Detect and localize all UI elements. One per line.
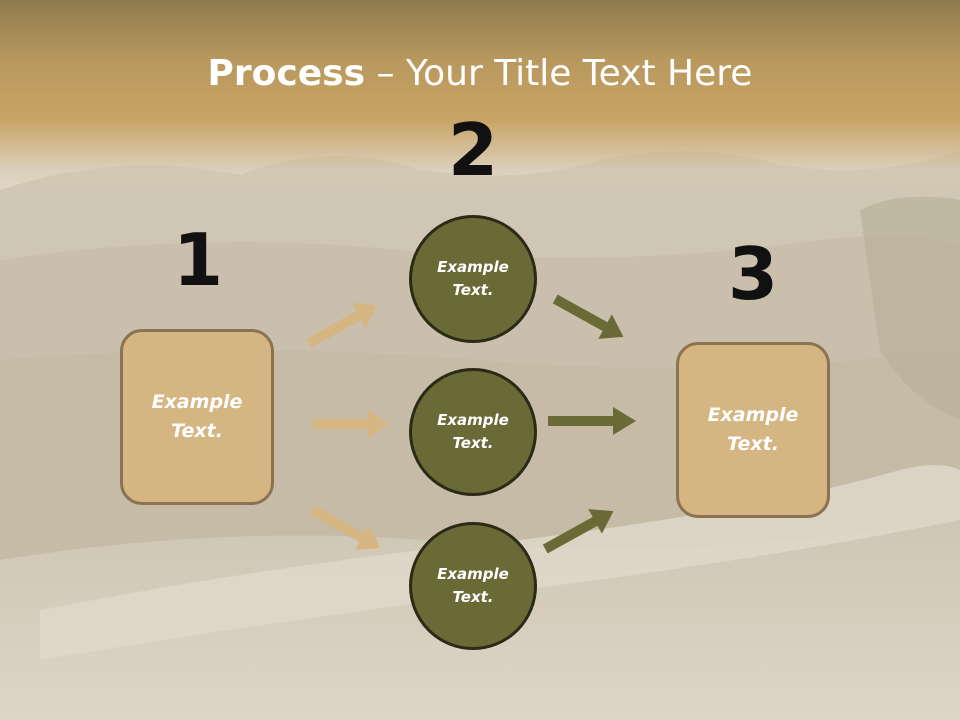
right-process-box: Example Text. — [676, 342, 830, 518]
arrow-left-to-top — [306, 303, 378, 348]
process-circle-top: Example Text. — [409, 215, 537, 343]
arrow-bottom-to-right — [542, 509, 614, 554]
arrow-top-to-right — [552, 294, 624, 339]
step-number-2: 2 — [447, 108, 499, 192]
circle-middle-text: Example Text. — [437, 411, 509, 452]
circle-bottom-text: Example Text. — [437, 565, 509, 606]
process-circle-bottom: Example Text. — [409, 522, 537, 650]
process-circle-middle: Example Text. — [409, 368, 537, 496]
arrow-left-to-middle — [313, 410, 389, 438]
step-number-3: 3 — [727, 232, 779, 316]
step-number-1: 1 — [172, 218, 224, 302]
left-process-box: Example Text. — [120, 329, 274, 505]
circle-top-text: Example Text. — [437, 258, 509, 299]
left-box-text: Example Text. — [151, 391, 243, 442]
arrow-left-to-bottom — [309, 505, 381, 550]
title-band — [0, 0, 960, 200]
title-bold: Process — [207, 53, 366, 94]
right-box-text: Example Text. — [707, 404, 799, 455]
slide-title: Process – Your Title Text Here — [0, 52, 960, 96]
title-rest: – Your Title Text Here — [365, 53, 753, 94]
arrow-middle-to-right — [548, 407, 636, 435]
